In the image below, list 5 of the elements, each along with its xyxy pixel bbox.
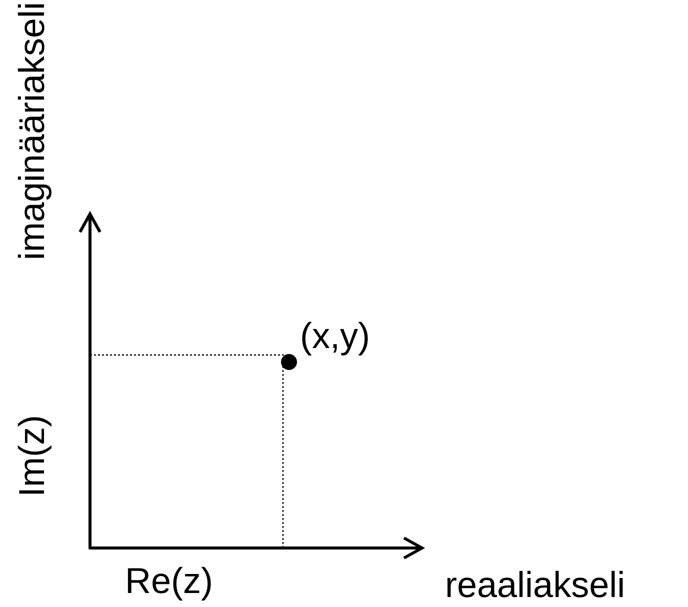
axis-title: reaaliakseli <box>445 567 626 603</box>
axis-title: imaginääriakseli <box>14 2 50 260</box>
axis-label: Im(z) <box>14 415 50 497</box>
axis-label: Re(z) <box>125 563 213 599</box>
point-label: (x,y) <box>300 318 370 354</box>
